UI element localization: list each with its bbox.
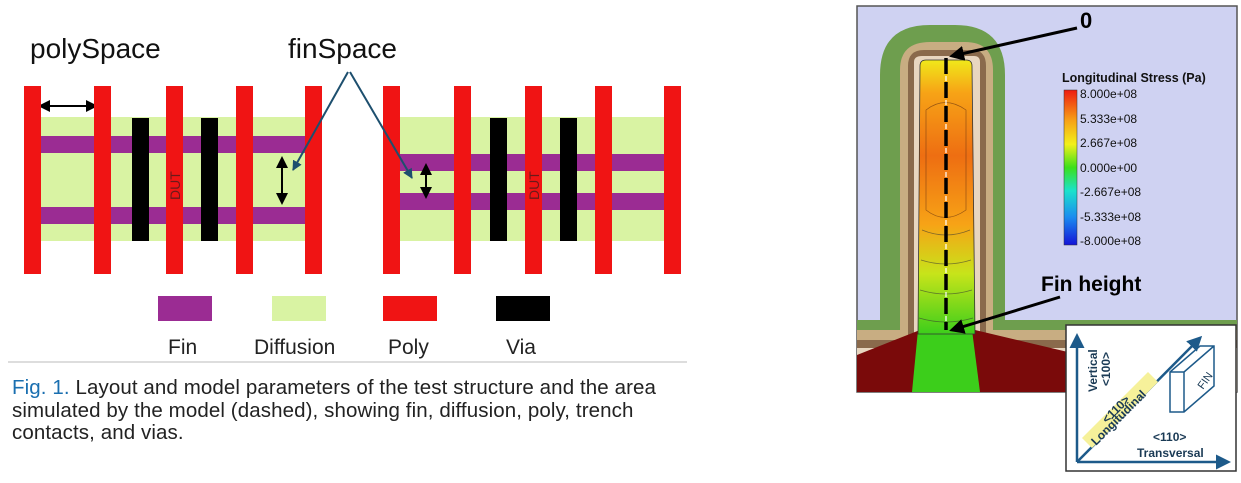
poly-line (24, 86, 41, 274)
poly-line (166, 86, 183, 274)
colorbar-tick-label: 8.000e+08 (1080, 87, 1137, 101)
layout-figure: polySpace finSpace DUT DUT (8, 33, 687, 363)
left-layout-block: DUT (24, 86, 322, 274)
poly-line (94, 86, 111, 274)
poly-space-label: polySpace (30, 33, 161, 64)
vertical-axis-label: Vertical (1086, 349, 1100, 392)
colorbar-tick-label: -2.667e+08 (1080, 185, 1141, 199)
via-block (560, 118, 577, 241)
top-label: 0 (1080, 8, 1092, 33)
legend-label-poly: Poly (388, 336, 429, 359)
right-layout-block: DUT (383, 86, 681, 274)
legend-swatch-fin (158, 296, 212, 321)
fin-space-callout (292, 71, 349, 171)
fin-sketch (1169, 345, 1215, 413)
legend-swatch-via (496, 296, 550, 321)
longitudinal-highlight (1082, 372, 1158, 448)
colorbar-tick-label: 0.000e+00 (1080, 161, 1137, 175)
poly-line (525, 86, 542, 274)
axes-inset: FIN Vertical <100> <110> Longitudinal <1… (1065, 324, 1237, 472)
legend-swatch-diffusion (272, 296, 326, 321)
dut-label: DUT (526, 171, 542, 200)
fin-base (912, 330, 980, 392)
colorbar-tick-label: -5.333e+08 (1080, 210, 1141, 224)
figure-label: Fig. 1. (12, 376, 70, 399)
top-pointer-arrow (949, 26, 1078, 61)
fin-space-callout (349, 71, 413, 179)
fin-space-label: finSpace (288, 33, 397, 64)
legend: Fin Diffusion Poly Via (158, 296, 550, 359)
poly-line (664, 86, 681, 274)
caption-text: Layout and model parameters of the test … (12, 376, 657, 444)
legend-label-diffusion: Diffusion (254, 336, 335, 359)
poly-line (305, 86, 322, 274)
transversal-axis-label: Transversal (1137, 446, 1204, 460)
poly-line (595, 86, 612, 274)
dut-label: DUT (167, 171, 183, 200)
axes-inset-box (1065, 324, 1237, 472)
via-block (490, 118, 507, 241)
transversal-axis-direction: <110> (1153, 430, 1186, 444)
poly-line (454, 86, 471, 274)
stress-contour (925, 102, 967, 218)
colorbar-tick-label: -8.000e+08 (1080, 234, 1141, 248)
poly-line (236, 86, 253, 274)
colorbar-title: Longitudinal Stress (Pa) (1062, 71, 1206, 85)
via-block (201, 118, 218, 241)
colorbar (1063, 89, 1078, 246)
poly-line (383, 86, 400, 274)
legend-label-fin: Fin (168, 336, 197, 359)
legend-swatch-poly (383, 296, 437, 321)
via-block (132, 118, 149, 241)
figure-caption: Fig. 1. Layout and model parameters of t… (12, 376, 712, 445)
colorbar-tick-label: 2.667e+08 (1080, 136, 1137, 150)
vertical-axis-direction: <100> (1099, 352, 1113, 386)
fin-height-arrow (949, 295, 1061, 334)
legend-label-via: Via (506, 336, 536, 359)
colorbar-tick-label: 5.333e+08 (1080, 112, 1137, 126)
colorbar-ticks: 8.000e+08 5.333e+08 2.667e+08 0.000e+00 … (1080, 87, 1141, 248)
fin-height-label: Fin height (1041, 273, 1141, 296)
